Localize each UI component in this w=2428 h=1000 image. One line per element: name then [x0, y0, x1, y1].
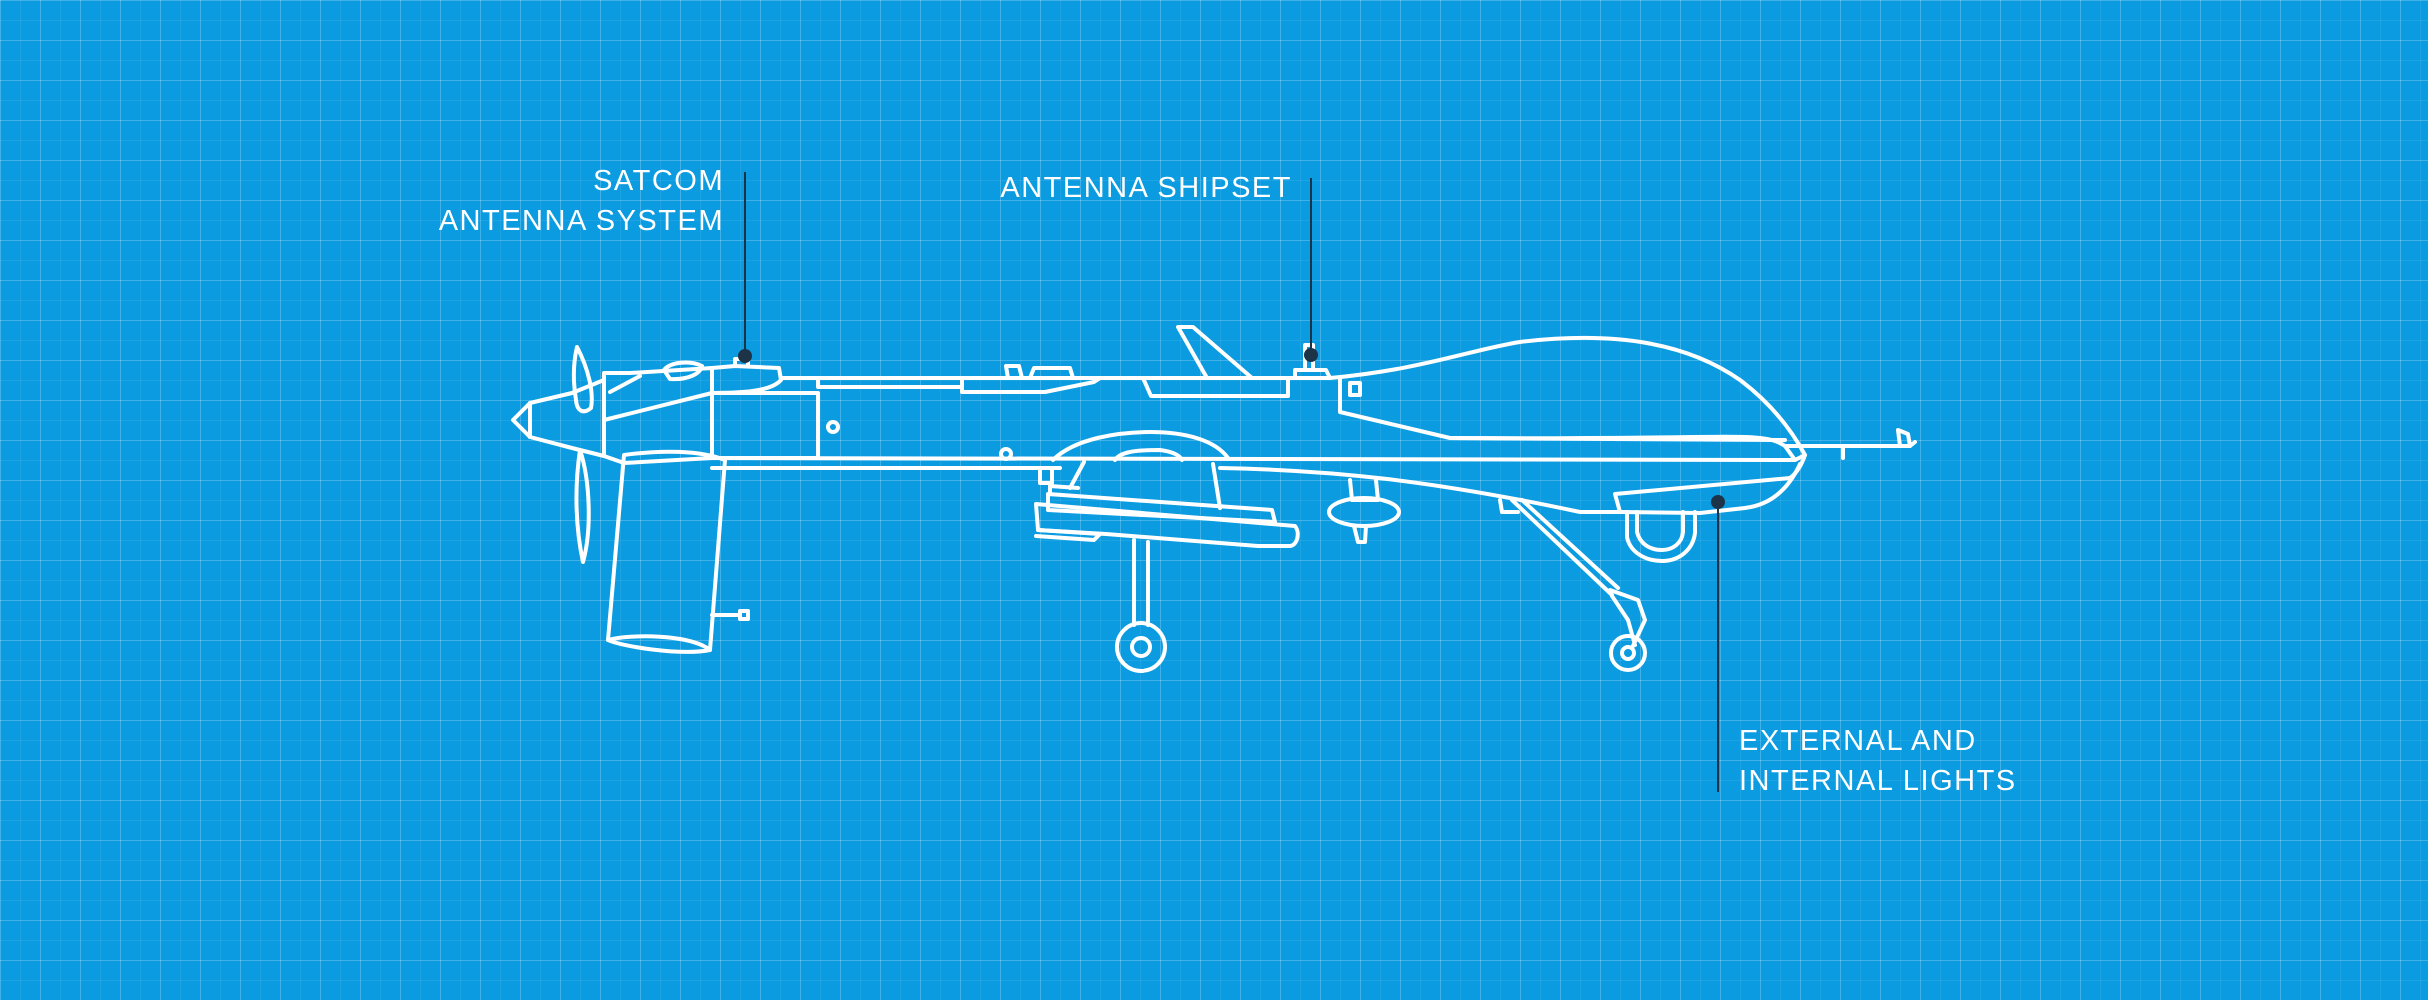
- engine-diagonal-line: [602, 391, 714, 422]
- lights-callout-line-1: EXTERNAL AND: [1739, 725, 1977, 757]
- propeller-lower-blade: [574, 448, 591, 564]
- rear-gear-mount: [1498, 498, 1520, 514]
- satcom-callout-line-2: ANTENNA SYSTEM: [438, 205, 724, 237]
- satcom-callout-label: SATCOM ANTENNA SYSTEM: [439, 161, 724, 241]
- shipset-callout-label: ANTENNA SHIPSET: [1000, 168, 1292, 208]
- rear-gear-hub: [1620, 645, 1636, 661]
- drone-nose: [511, 401, 532, 439]
- aft-belly: [1618, 462, 1802, 515]
- light-pod-inner: [1635, 510, 1685, 552]
- tail-boom: [1783, 440, 1917, 448]
- forward-pod-bottom: [606, 634, 712, 652]
- wing-root-fairing: [1051, 430, 1230, 462]
- lower-fuselage-line: [710, 456, 1797, 462]
- propeller-upper-blade: [571, 345, 594, 414]
- callout-leaders: [738, 172, 1725, 792]
- forward-pod: [606, 449, 727, 654]
- satcom-hump: [710, 364, 783, 395]
- pylon-tail: [1034, 528, 1102, 542]
- small-hump: [1028, 366, 1075, 380]
- fuselage-port-2: [999, 447, 1013, 461]
- main-gear-strut: [1132, 538, 1150, 627]
- wing-root-inner: [1113, 448, 1184, 462]
- aft-fuselage-dome: [1328, 335, 1807, 462]
- dome-lower-edge: [1448, 436, 1787, 442]
- light-pod: [1625, 510, 1697, 563]
- sensor-lower: [1352, 524, 1368, 544]
- satcom-leader-dot: [738, 349, 752, 363]
- drone-outline: [511, 325, 1917, 673]
- pylon-lower: [1034, 502, 1300, 548]
- forward-fuselage-box: [710, 391, 820, 460]
- main-gear-hub: [1130, 636, 1152, 658]
- satcom-callout-line-1: SATCOM: [593, 165, 724, 197]
- lights-callout-line-2: INTERNAL LIGHTS: [1739, 765, 2017, 797]
- upper-panel-2: [960, 376, 1102, 394]
- fin-base-panel: [1141, 376, 1290, 398]
- shipset-antenna: [1293, 368, 1332, 380]
- dorsal-fin: [1176, 325, 1254, 380]
- sensor-turret: [1327, 496, 1401, 528]
- rear-gear-knuckle: [1608, 588, 1647, 650]
- intake-scoop: [662, 360, 704, 382]
- dome-window: [1348, 381, 1362, 397]
- tail-end: [1896, 428, 1912, 448]
- small-fin-1: [1004, 364, 1024, 380]
- forward-pod-probe: [710, 609, 750, 621]
- lights-callout-label: EXTERNAL AND INTERNAL LIGHTS: [1739, 721, 2017, 801]
- shipset-leader-dot: [1304, 348, 1318, 362]
- engine-inner-mark: [608, 374, 642, 394]
- wing-tab: [1038, 466, 1054, 485]
- main-gear-wheel: [1115, 621, 1167, 673]
- lights-leader-dot: [1711, 495, 1725, 509]
- pylon-mount: [1048, 484, 1080, 496]
- wing-strut-front: [1068, 460, 1086, 490]
- fuselage-port: [826, 420, 840, 434]
- shipset-callout-line-1: ANTENNA SHIPSET: [1000, 172, 1292, 204]
- rear-gear-wheel: [1609, 634, 1647, 672]
- rear-gear-strut: [1510, 498, 1620, 597]
- wing-strut-rear: [1211, 462, 1222, 510]
